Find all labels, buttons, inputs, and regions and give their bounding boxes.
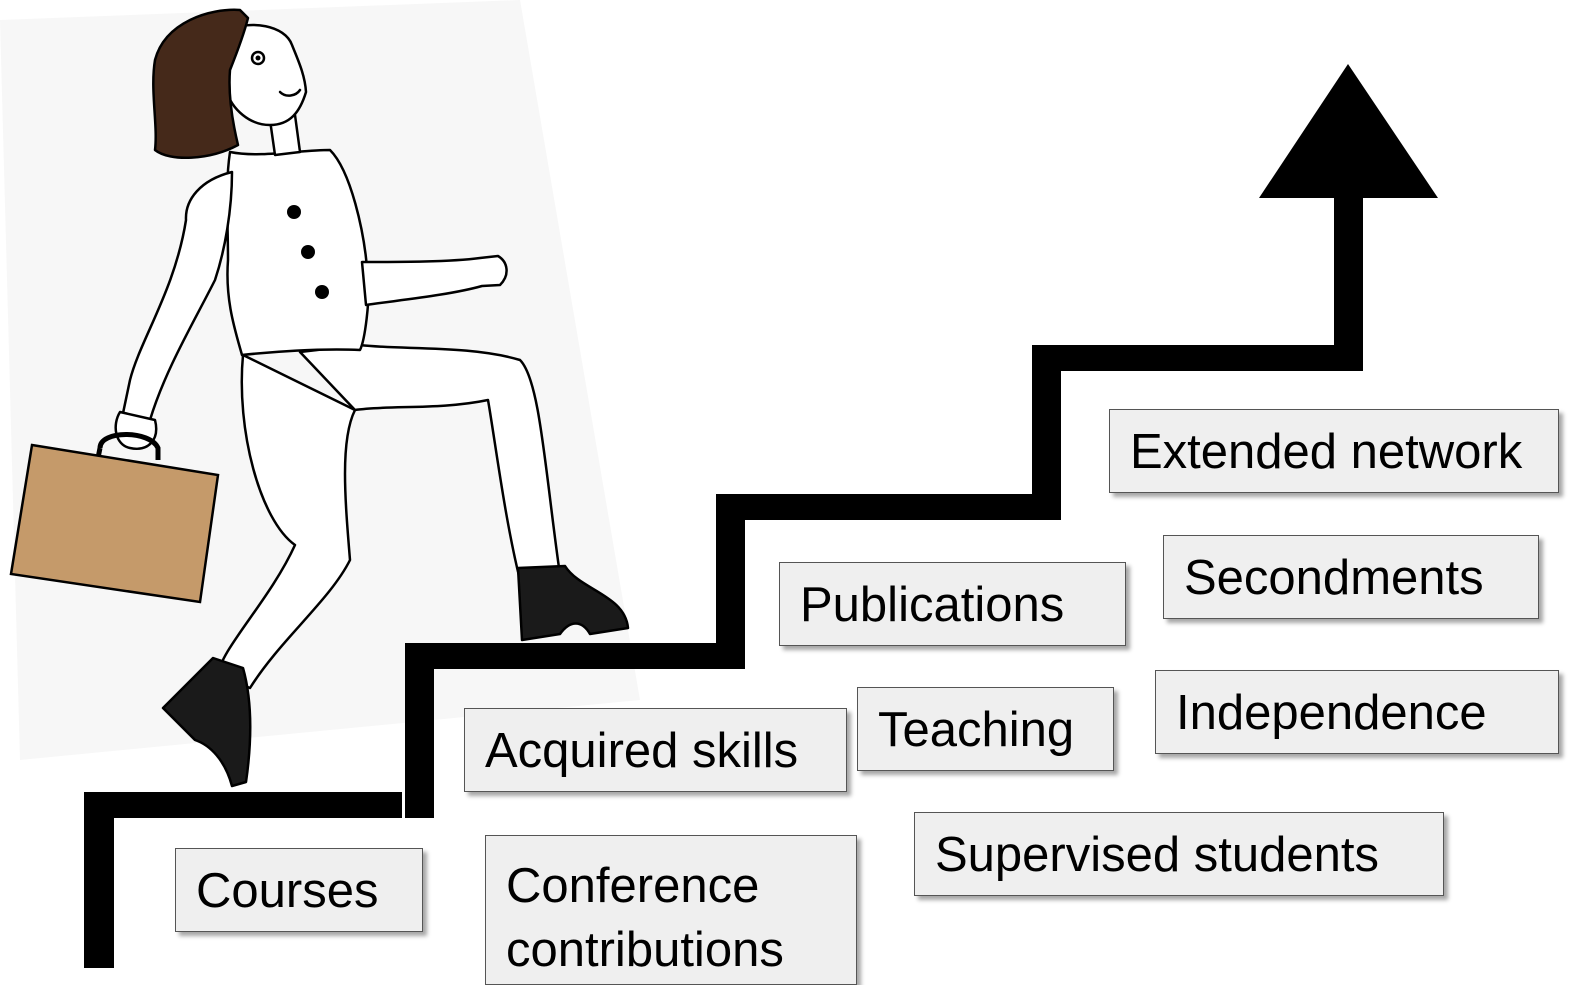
figure-front-arm (360, 254, 508, 307)
figure-front-boot (516, 564, 630, 642)
label-teaching: Teaching (857, 687, 1114, 771)
step-1-tread (114, 792, 402, 818)
step-4-tread (1032, 345, 1363, 371)
figure-back-boot (161, 656, 252, 788)
step-4-riser (1032, 345, 1061, 520)
step-2-tread (405, 643, 745, 669)
label-acquired-skills: Acquired skills (464, 708, 847, 792)
figure-face (224, 23, 308, 127)
staircase-left-post (84, 792, 114, 968)
label-secondments: Secondments (1163, 535, 1539, 619)
staircase (84, 64, 1438, 968)
label-courses: Courses (175, 848, 423, 932)
figure-buttons (287, 205, 329, 299)
figure-smile (278, 88, 302, 97)
arrow-head-icon (1259, 64, 1438, 198)
woman-climbing-figure (114, 8, 630, 788)
briefcase-body (9, 443, 220, 604)
label-independence: Independence (1155, 670, 1559, 754)
label-extended-network: Extended network (1109, 409, 1559, 493)
label-supervised-students: Supervised students (914, 812, 1444, 896)
figure-torso (225, 148, 370, 357)
step-3-riser (716, 494, 745, 669)
arrow-shaft (1334, 196, 1363, 371)
briefcase-icon (9, 432, 220, 604)
step-3-tread (716, 494, 1061, 520)
step-2-riser (405, 643, 434, 818)
label-conference-contributions: Conference contributions (485, 835, 857, 985)
figure-hair (152, 8, 250, 159)
label-publications: Publications (779, 562, 1126, 646)
